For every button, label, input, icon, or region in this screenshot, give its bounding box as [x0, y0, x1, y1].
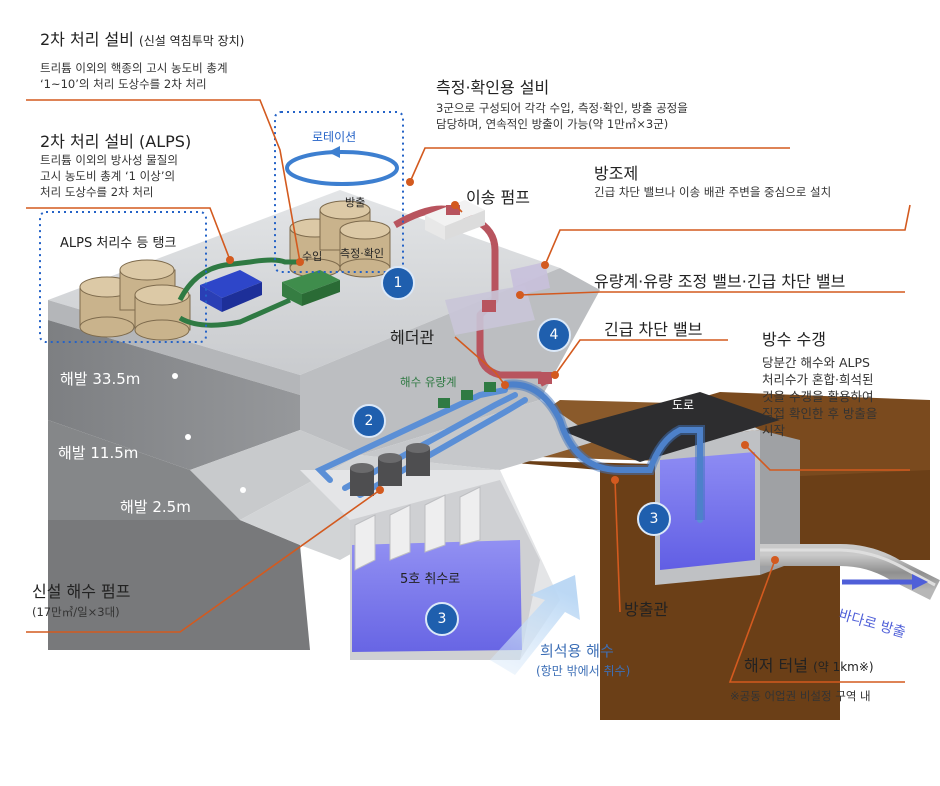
tank-intake-label: 수입 — [302, 250, 323, 263]
intake-channel — [300, 470, 560, 660]
discharge-pipe-label: 방출관 — [624, 600, 669, 619]
alps-tank-frame — [39, 211, 207, 343]
road-label: 도로 — [672, 398, 695, 412]
secondary-new-desc: 트리튬 이외의 핵종의 고시 농도비 총계 ‘1~10’의 처리 도상수를 2차… — [40, 61, 228, 91]
levee-desc: 긴급 차단 밸브나 이송 배관 주변을 중심으로 설치 — [594, 185, 832, 199]
alps-tank-label: ALPS 처리수 등 탱크 — [60, 236, 177, 251]
levee-title: 방조제 — [594, 164, 639, 183]
valve-station — [445, 262, 552, 384]
transfer-pump-label: 이송 펌프 — [466, 188, 530, 207]
secondary-alps-title: 2차 처리 설비 (ALPS) — [40, 132, 192, 151]
discharge-shaft-desc: 당분간 해수와 ALPS 처리수가 혼합·희석된 것을 수갱을 활용하여 직접 … — [762, 355, 878, 438]
tank-measure-label: 측정·확인 — [340, 247, 384, 260]
undersea-tunnel-title: 해저 터널 (약 1km※) — [744, 656, 874, 675]
secondary-alps-desc: 트리튬 이외의 방사성 물질의 고시 농도비 총계 ‘1 이상’의 처리 도상수… — [40, 153, 178, 199]
flowmeter-valves-label: 유량계·유량 조정 밸브·긴급 차단 밸브 — [594, 272, 846, 291]
intake-channel-label: 5호 취수로 — [400, 572, 461, 587]
measure-facility-desc: 3군으로 구성되어 각각 수입, 측정·확인, 방출 공정을 담당하며, 연속적… — [436, 101, 688, 131]
internal-piping — [177, 257, 300, 328]
measurement-frame — [274, 111, 404, 273]
elevation-dots — [172, 373, 246, 493]
leader-dots — [226, 178, 779, 564]
discharge-shaft-title: 방수 수갱 — [762, 330, 826, 349]
to-sea-arrow — [842, 574, 928, 590]
secondary-new-title: 2차 처리 설비 (신설 역침투막 장치) — [40, 30, 245, 49]
rotation-label: 로테이션 — [312, 130, 357, 144]
seawater-flowmeter-label: 해수 유량계 — [400, 375, 457, 389]
seawater-flowmeters — [438, 382, 496, 408]
transfer-pipe — [393, 205, 549, 387]
elevation-33-5: 해발 33.5m — [60, 370, 141, 388]
step-badge-3-intake: 3 — [425, 602, 459, 636]
transfer-pump-house — [425, 200, 485, 240]
dilution-seawater-title: 희석용 해수 — [540, 642, 614, 660]
discharge-pipe-outer — [504, 379, 705, 520]
tank-discharge-label: 방출 — [345, 196, 366, 209]
elevation-2-5: 해발 2.5m — [120, 498, 191, 516]
step-badge-3-shaft: 3 — [637, 502, 671, 536]
new-pump-title: 신설 해수 펌프 — [32, 582, 131, 601]
undersea-tunnel — [760, 544, 940, 600]
new-pump-desc: (17만㎥/일×3대) — [32, 605, 120, 619]
road-slab — [560, 392, 780, 462]
step-badge-1: 1 — [381, 266, 415, 300]
seawater-pumps — [350, 443, 430, 496]
step-badge-4: 4 — [537, 318, 571, 352]
step-badge-2: 2 — [352, 404, 386, 438]
measure-facility-title: 측정·확인용 설비 — [436, 78, 550, 97]
dilution-flow-arrow — [490, 575, 580, 675]
treatment-buildings — [200, 270, 340, 312]
footnote: ※공동 어업권 비설정 구역 내 — [730, 689, 871, 703]
emergency-valve-label: 긴급 차단 밸브 — [604, 320, 703, 339]
header-pipe-label: 헤더관 — [390, 328, 435, 347]
rotation-arrow — [285, 146, 399, 186]
leader-lines — [26, 99, 911, 683]
elevation-11-5: 해발 11.5m — [58, 444, 139, 462]
alps-tanks — [79, 259, 191, 341]
dilution-seawater-sub: (항만 밖에서 취수) — [536, 664, 631, 678]
